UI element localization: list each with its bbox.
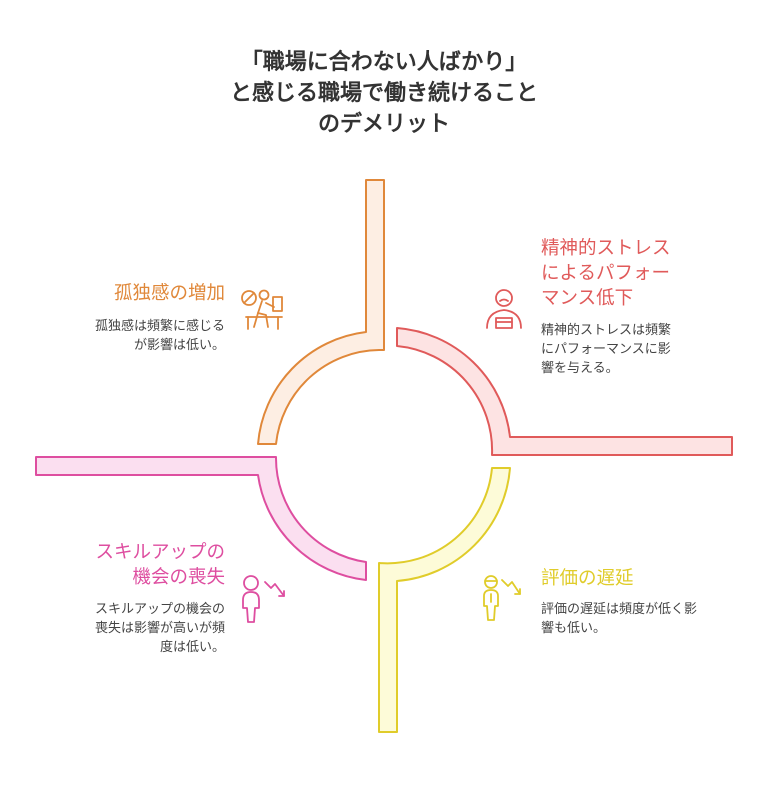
skills-heading: スキルアップの 機会の喪失 bbox=[95, 540, 225, 590]
segment-stress bbox=[396, 327, 733, 456]
isolation-heading-line: 孤独感の増加 bbox=[113, 283, 225, 304]
evaluation-description: 評価の遅延は頻度が低く影 響も低い。 bbox=[541, 600, 697, 638]
isolation-description: 孤独感は頻繁に感じる が影響は低い。 bbox=[95, 317, 225, 355]
skills-description-line: スキルアップの機会の bbox=[94, 602, 225, 617]
stress-heading-line: によるパフォー bbox=[541, 263, 670, 284]
segment-evaluation bbox=[378, 467, 511, 733]
stress-heading-line: 精神的ストレス bbox=[541, 238, 671, 259]
skills-heading-line: 機会の喪失 bbox=[132, 567, 225, 588]
title-line-1: 「職場に合わない人ばかり」 bbox=[240, 50, 528, 75]
stress-heading: 精神的ストレス によるパフォー マンス低下 bbox=[541, 236, 671, 311]
person-at-desk-no-icon bbox=[241, 289, 283, 330]
evaluation-description-line: 響も低い。 bbox=[541, 621, 607, 636]
stressed-person-icon bbox=[486, 289, 522, 329]
stress-description-line: 響を与える。 bbox=[541, 361, 619, 376]
stress-description-line: にパフォーマンスに影 bbox=[541, 342, 671, 357]
person-down-arrow-icon bbox=[483, 575, 521, 621]
stress-description: 精神的ストレスは頻繁 にパフォーマンスに影 響を与える。 bbox=[541, 321, 671, 378]
skills-description-line: 喪失は影響が高いが頻 bbox=[94, 621, 225, 636]
segment-isolation bbox=[257, 179, 385, 445]
isolation-description-line: が影響は低い。 bbox=[133, 338, 225, 353]
person-falling-arrow-icon bbox=[242, 575, 285, 623]
isolation-heading: 孤独感の増加 bbox=[114, 281, 225, 306]
evaluation-heading-line: 評価の遅延 bbox=[541, 568, 634, 589]
diagram-title: 「職場に合わない人ばかり」 と感じる職場で働き続けること のデメリット bbox=[0, 47, 768, 140]
title-line-2: と感じる職場で働き続けること bbox=[229, 81, 538, 106]
evaluation-heading: 評価の遅延 bbox=[541, 566, 634, 591]
evaluation-description-line: 評価の遅延は頻度が低く影 bbox=[541, 602, 698, 617]
isolation-description-line: 孤独感は頻繁に感じる bbox=[94, 319, 225, 334]
stress-description-line: 精神的ストレスは頻繁 bbox=[541, 323, 672, 338]
skills-description-line: 度は低い。 bbox=[159, 640, 225, 655]
stress-heading-line: マンス低下 bbox=[541, 288, 634, 309]
skills-heading-line: スキルアップの bbox=[95, 542, 225, 563]
segment-skills bbox=[35, 456, 367, 581]
title-line-3: のデメリット bbox=[317, 112, 450, 137]
skills-description: スキルアップの機会の 喪失は影響が高いが頻 度は低い。 bbox=[95, 600, 225, 657]
